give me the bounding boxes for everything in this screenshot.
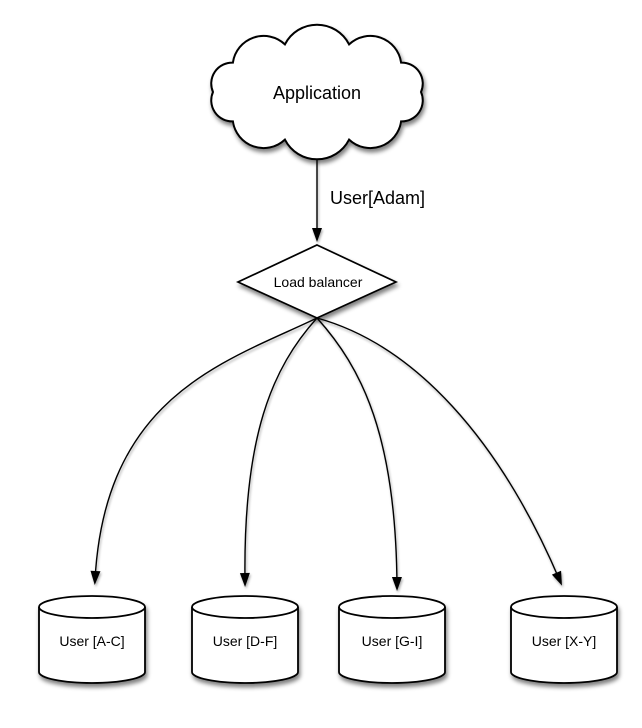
cylinder-top (191, 595, 299, 619)
shard-2-label: User [D-F] (213, 633, 278, 649)
application-label: Application (273, 83, 361, 103)
cylinder-top (338, 595, 446, 619)
shard-4-label: User [X-Y] (532, 633, 597, 649)
cylinder-body (338, 607, 446, 684)
shard-3-label: User [G-I] (362, 633, 423, 649)
loadbalancer-to-shard-2-arrow (239, 317, 318, 587)
shard-3-cylinder-node: User [G-I] (338, 595, 446, 684)
diamond-shape (235, 244, 399, 319)
connector-group (90, 156, 562, 591)
flow-edge-label: User[Adam] (330, 188, 425, 208)
cylinder-body (38, 607, 146, 684)
load-balancer-node: Load balancer (235, 244, 399, 319)
shard-4-cylinder-node: User [X-Y] (510, 595, 618, 684)
cylinder-top (510, 595, 618, 619)
application-cloud-node: Application (210, 23, 424, 161)
cylinder-body (191, 607, 299, 684)
cloud-shape (210, 23, 424, 161)
shard-1-label: User [A-C] (59, 633, 124, 649)
load-balancer-label: Load balancer (274, 274, 363, 290)
loadbalancer-to-shard-4-arrow (316, 317, 562, 586)
loadbalancer-to-shard-1-arrow (90, 317, 318, 585)
loadbalancer-to-shard-3-arrow (316, 317, 402, 591)
shard-1-cylinder-node: User [A-C] (38, 595, 146, 684)
cylinder-top (38, 595, 146, 619)
cylinder-body (510, 607, 618, 684)
shard-2-cylinder-node: User [D-F] (191, 595, 299, 684)
